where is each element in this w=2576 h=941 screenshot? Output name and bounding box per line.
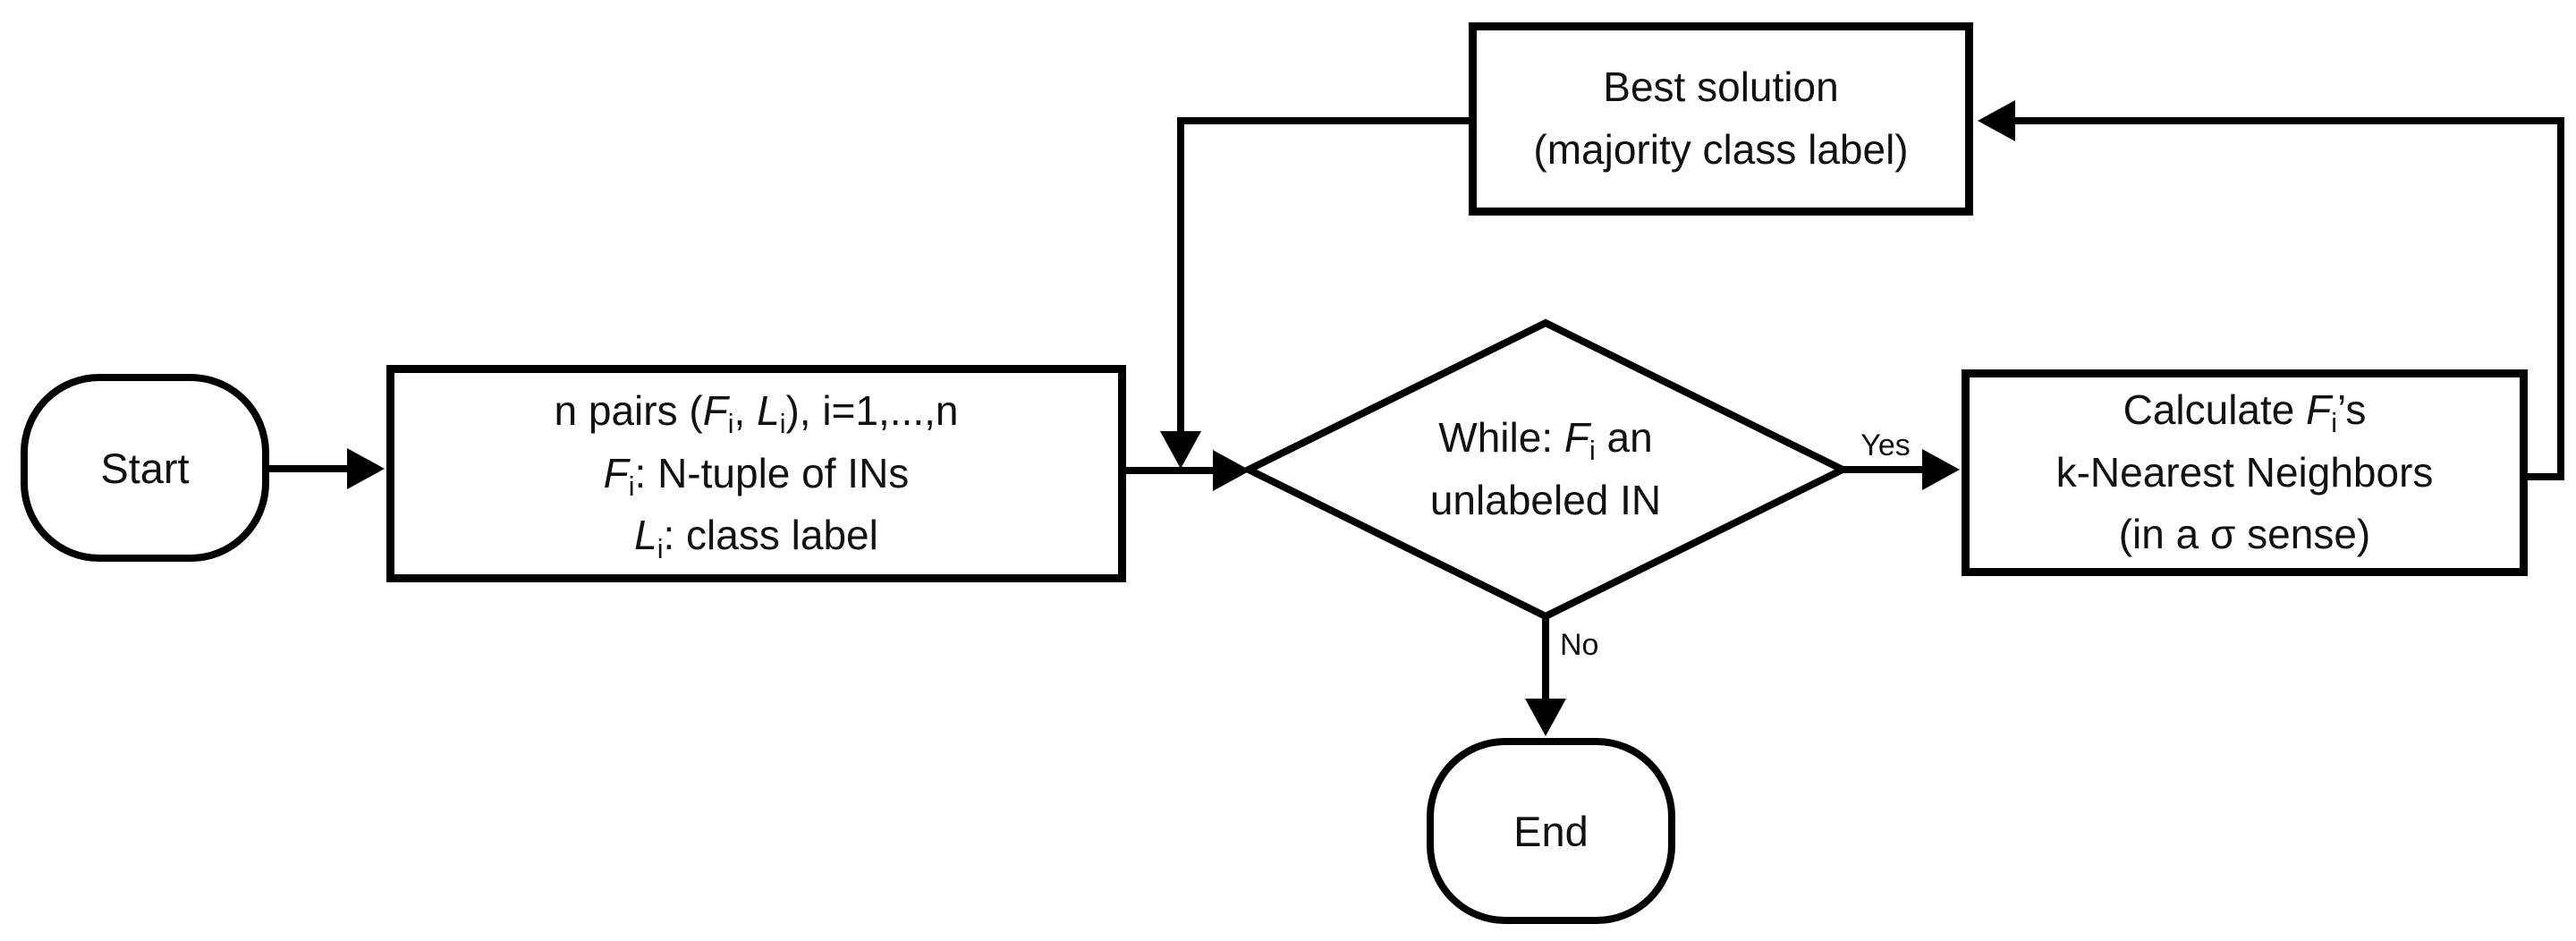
best-solution-label: Best solution(majority class label) — [1533, 64, 1909, 173]
arrowhead-icon — [1978, 100, 2015, 141]
arrowhead-icon — [1160, 431, 1201, 469]
end-label: End — [1513, 807, 1589, 855]
edge-best-to-decision — [1177, 117, 1472, 431]
arrowhead-icon — [1525, 699, 1566, 736]
best-solution-node: Best solution(majority class label) — [1469, 22, 1973, 216]
diamond-shape-layer — [1243, 318, 1848, 621]
arrowhead-icon — [347, 448, 385, 489]
arrowhead-icon — [1213, 450, 1250, 491]
edge-calculate-to-best — [2012, 117, 2564, 480]
end-node: End — [1427, 738, 1675, 924]
start-node: Start — [21, 374, 269, 562]
yes-edge-label: Yes — [1860, 428, 1911, 462]
no-edge-label: No — [1560, 628, 1599, 662]
start-label: Start — [100, 444, 190, 492]
arrowhead-icon — [1922, 449, 1960, 490]
diamond-shape — [1243, 318, 1848, 621]
